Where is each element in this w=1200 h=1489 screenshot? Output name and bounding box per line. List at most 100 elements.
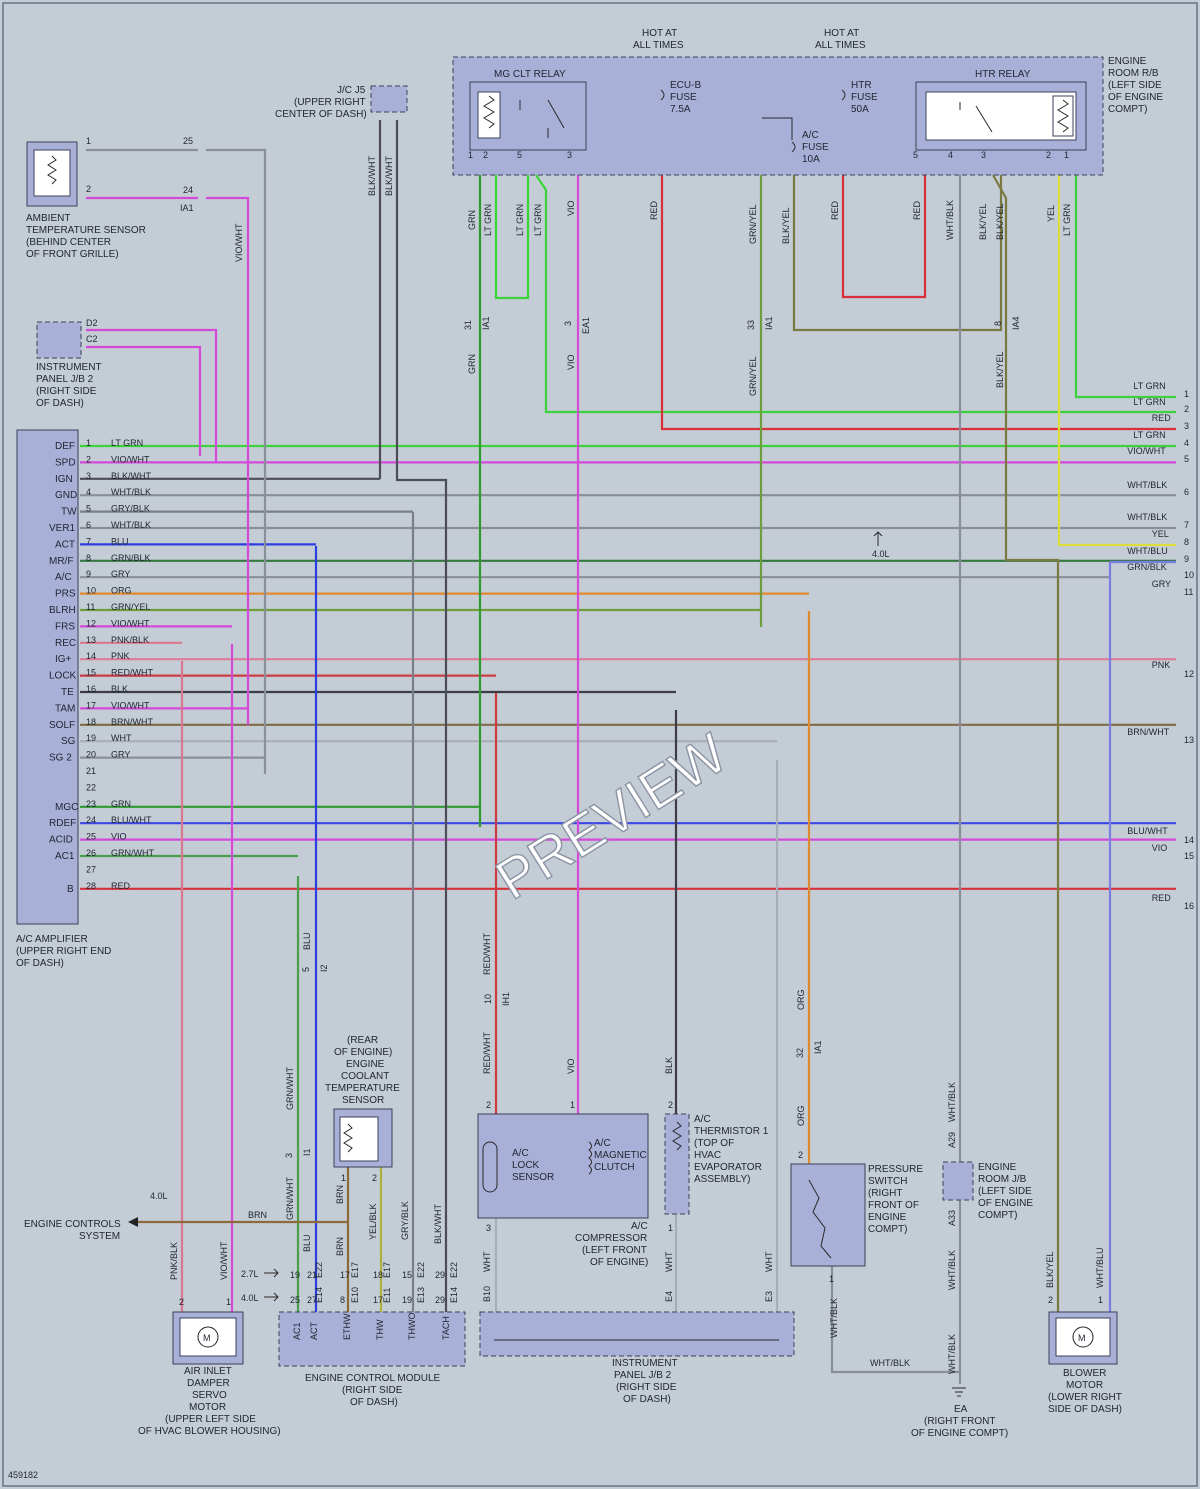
compressor-label-2: (LEFT FRONT <box>582 1245 647 1256</box>
wire-ac-fuse <box>792 175 1003 332</box>
connector-label-11: IH1 <box>501 992 511 1006</box>
wire-layer <box>80 120 1176 1384</box>
amp-pin-color-3: BLK/WHT <box>111 471 152 481</box>
component-pin-16: 2 <box>668 1100 673 1110</box>
ipjb-connector-1: E4 <box>664 1291 674 1302</box>
amp-pin-color-17: VIO/WHT <box>111 700 150 710</box>
component-pin-22: 1 <box>1098 1295 1103 1305</box>
amp-pin-num-8: 8 <box>86 553 91 563</box>
thermistor-box <box>664 1113 690 1215</box>
ac-fuse-bus <box>762 117 793 140</box>
ac-amplifier-label-0: A/C AMPLIFIER <box>16 934 88 945</box>
component-pin-11: 18 <box>373 1270 383 1280</box>
vertical-label-41: WHT <box>764 1251 774 1272</box>
amp-pin-name-13: REC <box>55 638 76 649</box>
pressure-switch-box <box>790 1163 866 1267</box>
wire-j5-16 <box>395 120 448 1312</box>
clutch-label-1: MAGNETIC <box>594 1150 647 1161</box>
wire-ipjb-d2 <box>86 328 218 462</box>
ac-fuse-icon <box>791 141 796 153</box>
amp-pin-num-19: 19 <box>86 733 96 743</box>
component-pin-1: 1 <box>226 1297 231 1307</box>
wire-htr-3 <box>992 174 1060 1312</box>
vertical-label-45: WHT/BLK <box>947 1334 957 1374</box>
amp-pin-name-6: VER1 <box>49 523 76 534</box>
wire-mg-2 <box>535 174 1176 414</box>
ecm-pin-ACT: ACT <box>309 1321 319 1340</box>
thermistor-label-1: THERMISTOR 1 <box>694 1126 769 1137</box>
vertical-label-36: BLK/WHT <box>433 1203 443 1244</box>
connector-label-8: 5 <box>301 967 311 972</box>
ecm-connector-6: E17 <box>350 1262 360 1278</box>
amp-pin-color-5: GRY/BLK <box>111 504 150 514</box>
ip-jb2-top-label-1: PANEL J/B 2 <box>36 374 94 385</box>
engine-room-jb-label-3: OF ENGINE <box>978 1198 1033 1209</box>
right-wire-label-14: BLU/WHT <box>1127 826 1168 836</box>
connector-label-4: 33 <box>746 320 756 330</box>
amp-pin-name-10: PRS <box>55 589 76 600</box>
vertical-label-30: GRN/WHT <box>285 1177 295 1220</box>
amp-pin-num-22: 22 <box>86 782 96 792</box>
htr-relay-label: HTR RELAY <box>975 69 1031 80</box>
connector-label-17: A33 <box>947 1210 957 1226</box>
htr-relay-inner <box>925 91 1077 141</box>
damper-label-1: DAMPER <box>187 1378 230 1389</box>
right-wire-label-5: VIO/WHT <box>1127 446 1166 456</box>
vertical-label-33: BRN <box>335 1237 345 1256</box>
lock-sensor-label-1: LOCK <box>512 1160 540 1171</box>
amp-pin-name-5: TW <box>61 507 77 518</box>
ecm-connector-4: E14 <box>449 1287 459 1303</box>
ref-4-0l-left: 4.0L <box>150 1191 168 1201</box>
right-wire-num-4: 4 <box>1184 438 1189 448</box>
right-wire-num-2: 2 <box>1184 404 1189 414</box>
wire-ps-ground <box>830 1266 960 1374</box>
amp-pin-color-19: WHT <box>111 733 132 743</box>
amp-pin-color-1: LT GRN <box>111 438 143 448</box>
component-pin-7: 29 <box>435 1295 445 1305</box>
right-wire-label-4: LT GRN <box>1133 430 1165 440</box>
connector-label-1: IA1 <box>481 316 491 330</box>
connector-label-5: IA1 <box>764 316 774 330</box>
wire-ecub <box>660 175 1176 431</box>
amp-pin-color-25: VIO <box>111 832 127 842</box>
vertical-label-3: LT GRN <box>533 204 543 236</box>
amp-pin-name-4: GND <box>55 490 77 501</box>
connector-label-10: 10 <box>483 994 493 1004</box>
ip-jb2-top-label-2: (RIGHT SIDE <box>36 386 97 397</box>
ecub-fuse-label-2: 7.5A <box>670 104 691 115</box>
engine-room-rb-label-4: COMPT) <box>1108 104 1147 115</box>
amp-pin-color-4: WHT/BLK <box>111 487 151 497</box>
coolant-label-0: (REAR <box>347 1035 378 1046</box>
amp-pin-num-21: 21 <box>86 766 96 776</box>
damper-label-3: MOTOR <box>189 1402 226 1413</box>
engine-room-jb-label-2: (LEFT SIDE <box>978 1186 1032 1197</box>
right-wire-label-13: BRN/WHT <box>1127 727 1169 737</box>
amp-pin-num-27: 27 <box>86 864 96 874</box>
component-pin-2: 25 <box>290 1295 300 1305</box>
htr-pin-2: 2 <box>1046 150 1051 160</box>
engine-room-rb-label-1: ROOM R/B <box>1108 68 1159 79</box>
mg-clt-contact-icon <box>519 99 565 138</box>
blower-label-0: BLOWER <box>1063 1368 1106 1379</box>
amp-pin-name-17: TAM <box>55 703 75 714</box>
vertical-label-47: WHT/BLU <box>1095 1248 1105 1289</box>
amp-pin-color-18: BRN/WHT <box>111 717 153 727</box>
amp-pin-num-1: 1 <box>86 438 91 448</box>
ip-jb2-bottom-label-0: INSTRUMENT <box>612 1358 678 1369</box>
vertical-label-5: RED <box>649 200 659 220</box>
amp-pin-color-13: PNK/BLK <box>111 635 149 645</box>
right-wire-label-16: RED <box>1152 893 1172 903</box>
vertical-label-6: GRN/YEL <box>748 204 758 244</box>
amp-pin-name-26: AC1 <box>55 851 75 862</box>
ecub-fuse-label-0: ECU-B <box>670 80 701 91</box>
ipjb-connector-0: B10 <box>482 1286 492 1302</box>
right-wire-num-14: 14 <box>1184 835 1194 845</box>
pressure-switch-label-3: FRONT OF <box>868 1200 919 1211</box>
amp-pin-name-2: SPD <box>55 457 76 468</box>
hot-at-label-2b: ALL TIMES <box>815 40 866 51</box>
engine-room-jb-box <box>942 1161 974 1201</box>
clutch-coil-icon <box>588 1141 592 1175</box>
amp-pin-num-4: 4 <box>86 487 91 497</box>
ip-jb2-bottom-label-3: OF DASH) <box>623 1394 671 1405</box>
